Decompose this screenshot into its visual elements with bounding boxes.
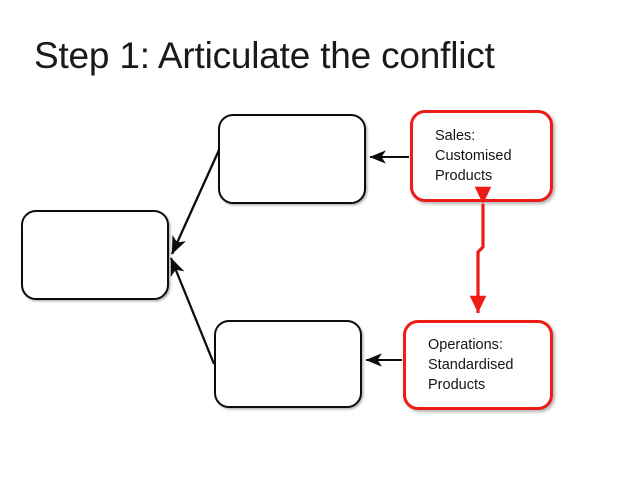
node-prerequisite-sales-label: Sales: Customised Products <box>435 128 512 184</box>
page-title: Step 1: Articulate the conflict <box>34 35 495 76</box>
node-prerequisite-operations[interactable]: Operations: Standardised Products <box>403 320 553 410</box>
node-objective[interactable] <box>21 210 169 300</box>
connector-requirement-bottom-to-objective <box>169 257 216 365</box>
node-requirement-top[interactable] <box>218 114 366 204</box>
connector-requirement-top-to-objective <box>170 149 221 255</box>
node-prerequisite-sales[interactable]: Sales: Customised Products <box>410 110 553 202</box>
connector-conflict-double-arrow <box>469 186 492 313</box>
node-requirement-bottom[interactable] <box>214 320 362 408</box>
node-prerequisite-operations-label: Operations: Standardised Products <box>428 337 514 393</box>
